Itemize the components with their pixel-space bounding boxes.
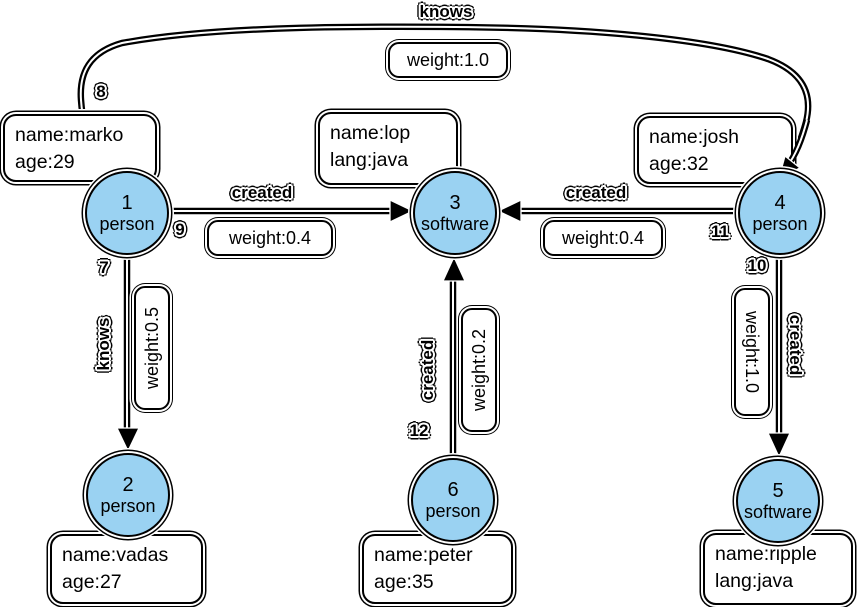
edge-7-label: knows xyxy=(94,317,113,371)
prop-line: age:32 xyxy=(649,153,709,175)
edge-12-weight-box: weight:0.2 xyxy=(461,308,497,432)
edge-10-arrowhead xyxy=(766,432,792,459)
edge-8-label: knows xyxy=(419,2,473,21)
prop-line: lang:java xyxy=(715,570,794,592)
prop-line: age:29 xyxy=(15,151,75,173)
node-6-person: 6 person xyxy=(411,458,495,542)
edge-7-id: 7 xyxy=(99,258,109,277)
node-type: software xyxy=(420,214,490,234)
edge-11-label: created xyxy=(565,183,627,202)
edge-7-arrowhead xyxy=(115,427,141,453)
edge-11-arrowhead xyxy=(496,198,522,224)
node-type: software xyxy=(743,502,813,522)
prop-line: lang:java xyxy=(330,149,409,171)
edge-9-label: created xyxy=(231,183,293,202)
edge-11-weight-box: weight:0.4 xyxy=(543,220,663,256)
node-1-person: 1 person xyxy=(85,171,169,255)
edge-9-arrowhead xyxy=(389,198,415,224)
edge-8-weight-box: weight:1.0 xyxy=(388,42,508,78)
prop-line: age:27 xyxy=(62,571,122,593)
node-id: 2 xyxy=(122,474,134,496)
node-id: 4 xyxy=(774,192,786,214)
node-id: 1 xyxy=(121,192,133,214)
node-type: person xyxy=(99,214,155,234)
edge-10-label: created xyxy=(786,314,805,376)
props-box-marko: name:marko age:29 xyxy=(3,114,157,182)
edge-12-label: created xyxy=(418,339,437,401)
prop-line: name:lop xyxy=(330,122,411,144)
node-id: 5 xyxy=(772,480,784,502)
prop-line: name:ripple xyxy=(715,543,817,565)
node-4-person: 4 person xyxy=(738,171,822,255)
edge-11-id: 11 xyxy=(711,222,729,241)
node-type: person xyxy=(425,501,481,521)
prop-line: age:35 xyxy=(374,571,434,593)
edge-9-weight-box: weight:0.4 xyxy=(207,220,333,256)
edge-9-id: 9 xyxy=(175,220,185,239)
edge-12-arrowhead xyxy=(441,255,467,282)
props-box-lop: name:lop lang:java xyxy=(318,112,458,185)
prop-line: name:marko xyxy=(15,124,124,146)
edge-12-id: 12 xyxy=(409,421,429,440)
node-id: 6 xyxy=(447,479,459,501)
node-id: 3 xyxy=(449,192,461,214)
node-5-software: 5 software xyxy=(736,459,820,543)
edge-10-id: 10 xyxy=(747,256,767,275)
node-type: person xyxy=(100,496,156,516)
prop-line: name:peter xyxy=(374,544,473,566)
edge-7-weight-box: weight:0.5 xyxy=(134,286,170,410)
node-3-software: 3 software xyxy=(413,171,497,255)
prop-line: name:josh xyxy=(649,126,739,148)
node-2-person: 2 person xyxy=(86,453,170,537)
edge-8-id: 8 xyxy=(96,82,106,101)
prop-line: name:vadas xyxy=(62,544,169,566)
node-type: person xyxy=(752,214,808,234)
edge-10-weight-box: weight:1.0 xyxy=(734,288,770,416)
props-box-peter: name:peter age:35 xyxy=(362,534,513,604)
props-box-ripple: name:ripple lang:java xyxy=(703,533,853,605)
props-box-vadas: name:vadas age:27 xyxy=(50,534,203,604)
